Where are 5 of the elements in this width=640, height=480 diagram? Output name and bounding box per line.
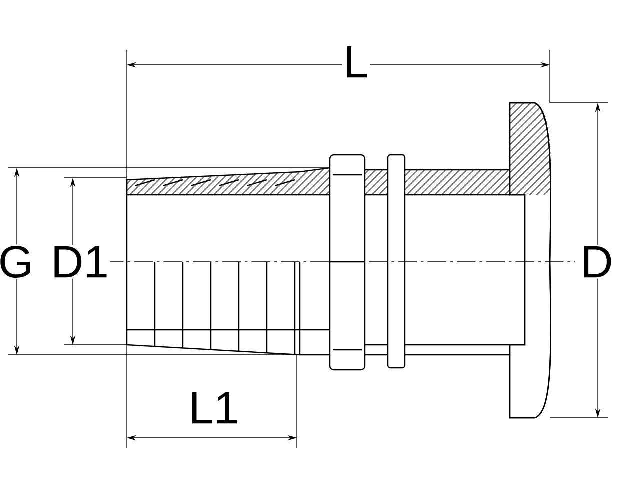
dimension-label: L — [342, 45, 370, 79]
dimension-label: L1 — [187, 391, 241, 425]
dimension-label: D1 — [50, 245, 110, 279]
dimension-label: G — [0, 244, 35, 280]
dimension-label: D — [579, 245, 615, 279]
